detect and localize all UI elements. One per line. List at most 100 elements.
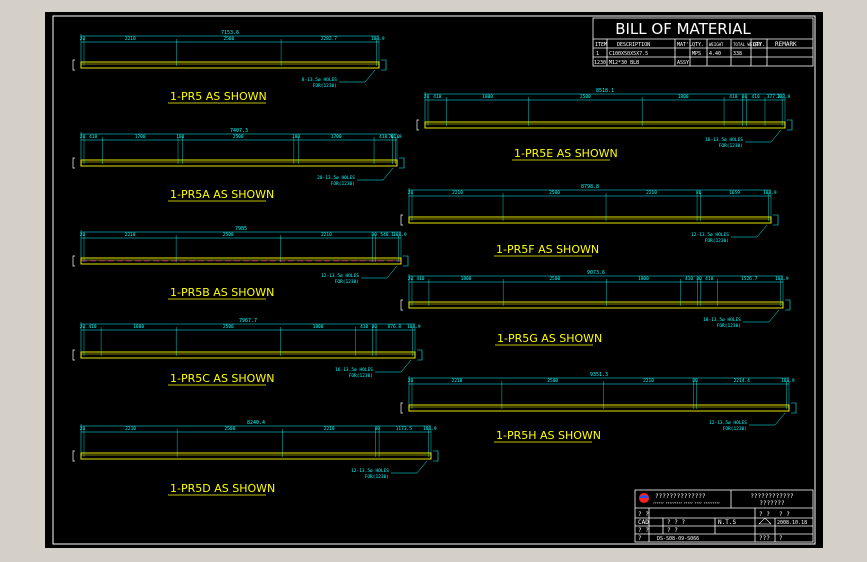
segment-dimension: 1800 (461, 276, 472, 282)
overall-length: 8798.8 (581, 184, 599, 190)
end-plate-icon (403, 255, 409, 267)
segment-dimension: 2210 (321, 232, 332, 238)
segment-dimension: 1800 (482, 94, 493, 100)
segment-dimension: 1173.5 (396, 426, 413, 432)
segment-dimension: 108.9 (781, 378, 795, 384)
tb-q-1: ? ? (638, 511, 649, 518)
channel-member (80, 351, 416, 359)
tb-q-2: ? ? (759, 511, 770, 518)
tb-q-5: ? ? (667, 527, 678, 534)
section-end-icon (400, 402, 403, 414)
title-block (634, 489, 814, 543)
overall-length: 9351.3 (590, 372, 608, 378)
segment-dimension: 20 (80, 324, 86, 330)
hole-callout: 12-13.5ø HOLES (691, 232, 729, 238)
segment-dimension: 2210 (324, 426, 335, 432)
bolt-callout: FOR(1230) (313, 83, 337, 89)
segment-dimension: 410 (729, 94, 737, 100)
hole-callout: 12-13.5ø HOLES (351, 468, 389, 474)
bolt-callout: FOR(1230) (705, 238, 729, 244)
part-label: 1-PR5D AS SHOWN (170, 482, 275, 495)
channel-member (424, 121, 786, 129)
segment-dimension: 2500 (549, 276, 560, 282)
segment-dimension: 548.1 (380, 232, 394, 238)
end-plate-icon (791, 402, 797, 414)
bom-row2-item: 1230 (594, 60, 606, 66)
segment-dimension: 2210 (125, 36, 136, 42)
overall-length: 7407.3 (230, 128, 248, 134)
hole-leader-line (745, 129, 782, 143)
channel-member (408, 301, 784, 309)
segment-dimension: 410 (685, 276, 693, 282)
end-plate-icon (787, 119, 793, 131)
hole-callout: 12-13.5ø HOLES (709, 420, 747, 426)
segment-dimension: 410 (433, 94, 441, 100)
segment-dimension: 1800 (638, 276, 649, 282)
segment-dimension: 80 (696, 276, 702, 282)
segment-dimension: 410 (705, 276, 713, 282)
company-logo (639, 493, 649, 503)
part-label: 1-PR5H AS SHOWN (496, 429, 601, 442)
channel-member (80, 159, 398, 167)
part-label: 1-PR5G AS SHOWN (497, 332, 602, 345)
company-name: ?????????????? (655, 493, 706, 500)
segment-dimension: 410 (379, 134, 387, 140)
section-end-icon (72, 59, 75, 71)
segment-dimension: 410 (752, 94, 760, 100)
hole-callout: 20-13.5ø HOLES (317, 175, 355, 181)
bom-row2-description: M12*30 BLB (609, 60, 639, 66)
segment-dimension: 20 (80, 134, 86, 140)
segment-dimension: 20 (80, 36, 86, 42)
hole-leader-line (361, 265, 398, 279)
segment-dimension: 80 (692, 378, 698, 384)
end-plate-icon (417, 349, 423, 361)
cad-value: ? ? ? (667, 519, 685, 526)
segment-dimension: 1659 (729, 190, 740, 196)
segment-dimension: 2500 (223, 232, 234, 238)
segment-dimension: 80 (372, 324, 378, 330)
segment-dimension: 108.9 (423, 426, 437, 432)
tb-q-4: ? ? (638, 527, 649, 534)
segment-dimension: 1700 (135, 134, 146, 140)
scale: N.T.S (718, 519, 736, 526)
part-label: 1-PR5E AS SHOWN (514, 147, 618, 160)
section-end-icon (72, 255, 75, 267)
tb-q3: ??? (759, 535, 770, 542)
hole-leader-line (339, 69, 376, 83)
revision-triangle-icon (758, 517, 772, 525)
segment-dimension: 2214.4 (734, 378, 751, 384)
bom-row1-mat: MPS (692, 51, 701, 57)
bom-row1-description: C100X50X5X7.5 (609, 51, 648, 57)
bolt-callout: FOR(1230) (717, 323, 741, 329)
channel-member (408, 404, 790, 412)
bom-header-qty2: QTY. (753, 42, 765, 48)
drawing-sheet: BILL OF MATERIAL ITEM DESCRIPTION MAT'L … (45, 12, 823, 548)
hole-callout: 18-13.5ø HOLES (703, 317, 741, 323)
end-plate-icon (381, 59, 387, 71)
segment-dimension: 2500 (223, 324, 234, 330)
bom-header-qty: QTY. (692, 42, 704, 48)
bolt-callout: FOR(1230) (723, 426, 747, 432)
hole-leader-line (743, 309, 780, 323)
segment-dimension: 80 (742, 94, 748, 100)
bom-row2-matl: ASSY (677, 60, 689, 66)
segment-dimension: 80 (375, 426, 381, 432)
date: 2008.10.18 (777, 520, 807, 526)
end-plate-icon (773, 214, 779, 226)
segment-dimension: 2500 (547, 378, 558, 384)
end-plate-icon (399, 157, 405, 169)
drawing-border (52, 15, 816, 545)
tb-rev: ? (638, 535, 642, 542)
bom-title: BILL OF MATERIAL (615, 20, 751, 38)
segment-dimension: 80 (371, 232, 377, 238)
segment-dimension: 1526.7 (741, 276, 758, 282)
bolt-callout: FOR(1230) (349, 373, 373, 379)
end-plate-icon (785, 299, 791, 311)
part-label: 1-PR5B AS SHOWN (170, 286, 274, 299)
overall-length: 7985 (235, 226, 247, 232)
segment-dimension: 100 (292, 134, 300, 140)
